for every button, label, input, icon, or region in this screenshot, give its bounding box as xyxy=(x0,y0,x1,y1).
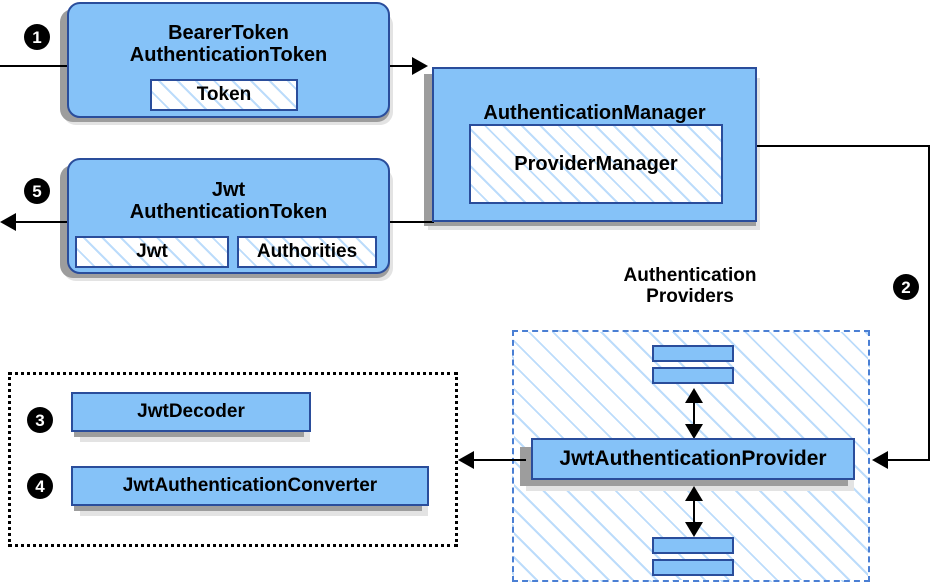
provider-stub-bar-top-2 xyxy=(652,367,734,384)
node-jwt-authentication-converter[interactable]: JwtAuthenticationConverter xyxy=(71,466,429,506)
bearer-token-slot-token: Token xyxy=(150,79,298,111)
connector-provider-to-support-arrow xyxy=(458,451,474,469)
provider-stub-bar-bottom-1 xyxy=(652,537,734,554)
step-marker-4: 4 xyxy=(27,473,53,499)
connector-provider-down-arrow xyxy=(685,522,703,537)
provider-stub-bar-top-1 xyxy=(652,345,734,362)
connector-bearer-to-manager-line xyxy=(388,65,420,67)
connector-manager-to-provider-bottom xyxy=(888,459,930,461)
connector-provider-to-support-line xyxy=(474,459,526,461)
connector-provider-up-arrow xyxy=(685,388,703,403)
connector-provider-down-line xyxy=(693,490,695,532)
jwt-token-slot-authorities: Authorities xyxy=(237,236,377,268)
connector-manager-to-provider-right xyxy=(928,145,930,461)
connector-manager-to-provider-top xyxy=(757,145,930,147)
connector-manager-to-provider-arrow xyxy=(872,451,888,469)
connector-provider-down-arrow-upper xyxy=(685,424,703,439)
jwt-token-title: Jwt AuthenticationToken xyxy=(129,179,328,223)
node-jwt-authentication-provider[interactable]: JwtAuthenticationProvider xyxy=(531,438,855,480)
connector-provider-up-arrow-lower xyxy=(685,486,703,501)
connector-request-in xyxy=(0,65,70,67)
jwt-converter-label: JwtAuthenticationConverter xyxy=(122,474,378,496)
jwt-provider-label: JwtAuthenticationProvider xyxy=(559,446,827,470)
bearer-token-title: BearerToken AuthenticationToken xyxy=(129,22,328,66)
connector-provider-up-line xyxy=(693,392,695,434)
authentication-manager-slot-provider-manager: ProviderManager xyxy=(469,124,723,204)
authentication-manager-title: AuthenticationManager xyxy=(483,101,706,124)
step-marker-5: 5 xyxy=(24,178,50,204)
node-bearer-token-authentication-token[interactable]: BearerToken AuthenticationToken xyxy=(67,2,390,118)
connector-response-out-arrow xyxy=(0,213,16,231)
jwt-support-group xyxy=(8,372,458,547)
jwt-decoder-label: JwtDecoder xyxy=(137,400,245,422)
node-jwt-decoder[interactable]: JwtDecoder xyxy=(71,392,311,432)
connector-manager-to-jwt-token xyxy=(388,221,434,223)
jwt-token-slot-jwt: Jwt xyxy=(75,236,229,268)
step-marker-2: 2 xyxy=(893,274,919,300)
step-marker-1: 1 xyxy=(24,24,50,50)
step-marker-3: 3 xyxy=(27,407,53,433)
authentication-providers-caption: Authentication Providers xyxy=(623,265,757,307)
connector-response-out-line xyxy=(2,221,70,223)
connector-bearer-to-manager-arrow xyxy=(412,57,428,75)
provider-stub-bar-bottom-2 xyxy=(652,559,734,576)
